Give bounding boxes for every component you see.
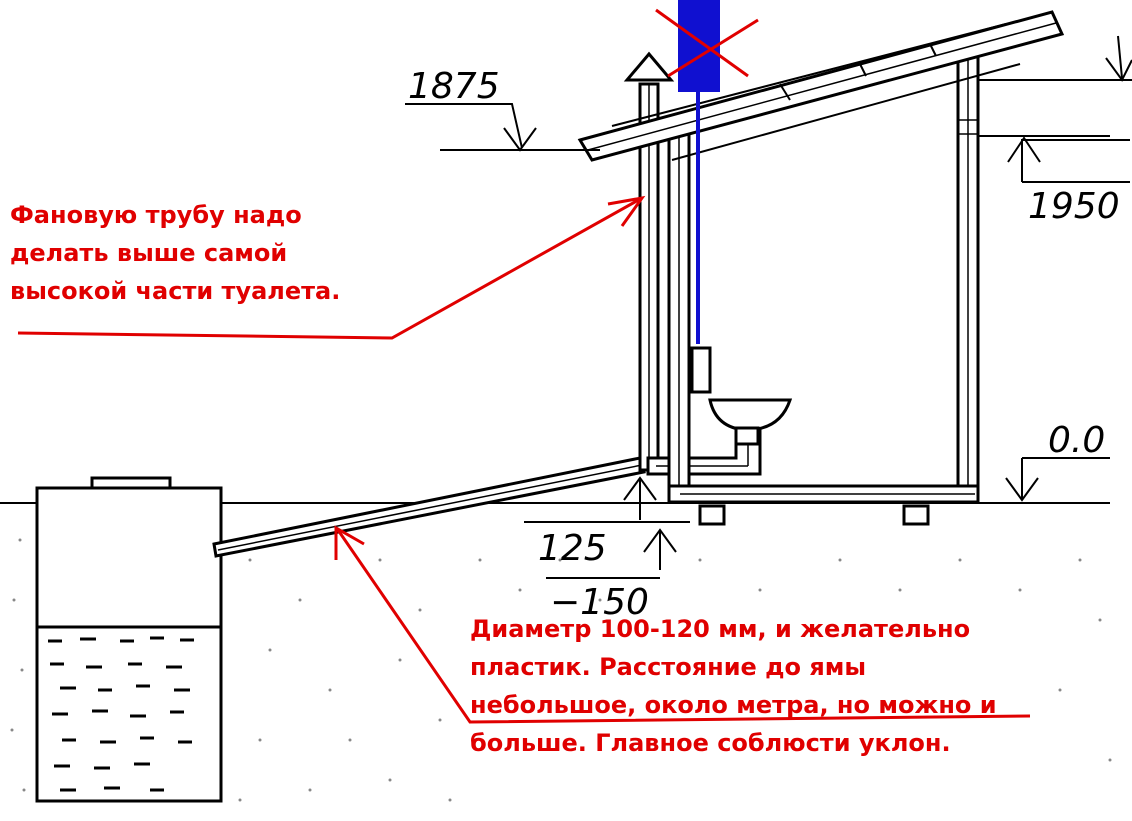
drain-pipe [212,456,646,558]
annotation-arrows [17,195,1031,724]
cesspit-tank [35,476,223,803]
dimension-lines [405,35,1132,579]
drain-note-line-4: больше. Главное соблюсти уклон. [470,729,951,757]
tank-liquid-dashes [48,636,194,792]
vent-note-line-1: Фановую трубу надо [10,201,302,229]
vent-note-line-3: высокой части туалета. [10,277,341,305]
vent-pipe [623,51,675,472]
blue-pipe [655,0,759,344]
roof [577,10,1065,162]
drain-note-line-1: Диаметр 100-120 мм, и желательно [470,615,971,643]
ground-stipple [10,538,1112,802]
dim-label-minus-150: −150 [550,582,649,623]
drain-note-line-2: пластик. Расстояние до ямы [470,653,867,681]
vent-note-line-2: делать выше самой [10,239,288,267]
dim-label-1875: 1875 [408,66,500,107]
dimension-labels: 1875 1950 0.0 125 −150 [408,66,1120,623]
dim-label-0-0: 0.0 [1048,420,1105,461]
drain-note-line-3: небольшое, около метра, но можно и [470,691,997,719]
vent-pipe-note: Фановую трубу надо делать выше самой выс… [10,196,340,310]
drain-pipe-note: Диаметр 100-120 мм, и желательно пластик… [470,610,997,762]
dim-label-1950: 1950 [1028,186,1120,227]
dim-label-125: 125 [538,528,607,569]
outhouse-frame [667,50,980,526]
toilet [690,346,793,446]
